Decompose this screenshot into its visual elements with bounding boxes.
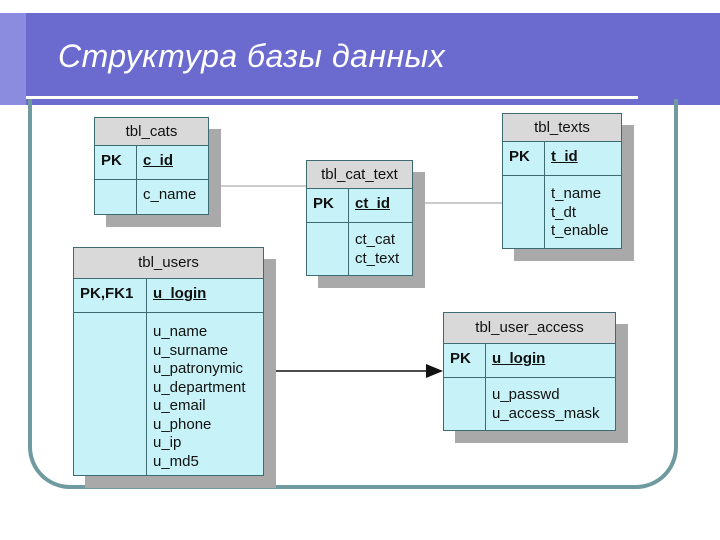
title-underline — [26, 96, 638, 99]
attributes-row: c_name — [95, 180, 208, 215]
table-tbl-texts[interactable]: tbl_texts PK t_id t_name t_dt t_enable — [502, 113, 622, 249]
arrowhead-icon — [426, 364, 443, 378]
field: t_dt — [551, 203, 577, 221]
table-name: tbl_cat_text — [307, 161, 412, 189]
key-label: PK,FK1 — [74, 279, 147, 312]
field: ct_text — [355, 249, 400, 267]
field: u_email — [153, 397, 206, 414]
field: u_name — [153, 323, 208, 340]
key-label: PK — [503, 142, 545, 175]
field: u_patronymic — [153, 360, 244, 377]
primary-key-row: PK u_login — [444, 344, 615, 378]
primary-key-row: PK t_id — [503, 142, 621, 176]
table-name: tbl_cats — [95, 118, 208, 146]
field: t_name — [551, 185, 602, 202]
table-tbl-users[interactable]: tbl_users PK,FK1 u_login u_name u_surnam… — [73, 247, 264, 476]
table-name: tbl_texts — [503, 114, 621, 142]
attributes-row: u_passwd u_access_mask — [444, 378, 615, 431]
field: c_name — [143, 186, 197, 203]
field-list: c_name — [137, 180, 208, 215]
field: u_surname — [153, 341, 229, 359]
key-label: PK — [307, 189, 349, 222]
field: u_department — [153, 378, 246, 396]
key-label: PK — [444, 344, 486, 377]
table-tbl-user-access[interactable]: tbl_user_access PK u_login u_passwd u_ac… — [443, 312, 616, 431]
primary-key-row: PK,FK1 u_login — [74, 279, 263, 313]
key-field: u_login — [153, 285, 207, 302]
field-list: u_name u_surname u_patronymic u_departme… — [147, 313, 263, 475]
attributes-row: u_name u_surname u_patronymic u_departme… — [74, 313, 263, 475]
table-tbl-cat-text[interactable]: tbl_cat_text PK ct_id ct_cat ct_text — [306, 160, 413, 276]
slide-title: Структура базы данных — [58, 38, 446, 74]
primary-key-row: PK ct_id — [307, 189, 412, 223]
key-field: u_login — [492, 350, 546, 367]
attributes-row: ct_cat ct_text — [307, 223, 412, 276]
field: u_md5 — [153, 452, 199, 470]
field: u_ip — [153, 434, 182, 451]
field: u_access_mask — [492, 404, 600, 422]
field-list: t_name t_dt t_enable — [545, 176, 621, 249]
field-list: u_passwd u_access_mask — [486, 378, 615, 431]
key-field: ct_id — [355, 195, 391, 212]
field: u_passwd — [492, 386, 560, 403]
attributes-row: t_name t_dt t_enable — [503, 176, 621, 249]
primary-key-row: PK c_id — [95, 146, 208, 180]
key-label: PK — [95, 146, 137, 179]
table-name: tbl_user_access — [444, 313, 615, 344]
key-field: c_id — [143, 152, 174, 169]
field: ct_cat — [355, 231, 396, 248]
table-name: tbl_users — [74, 248, 263, 279]
field-list: ct_cat ct_text — [349, 223, 412, 276]
field: t_enable — [551, 222, 609, 239]
table-tbl-cats[interactable]: tbl_cats PK c_id c_name — [94, 117, 209, 215]
content-frame — [28, 99, 678, 489]
title-banner — [0, 13, 720, 105]
key-field: t_id — [551, 148, 578, 165]
field: u_phone — [153, 415, 212, 433]
title-banner-accent — [0, 13, 26, 105]
